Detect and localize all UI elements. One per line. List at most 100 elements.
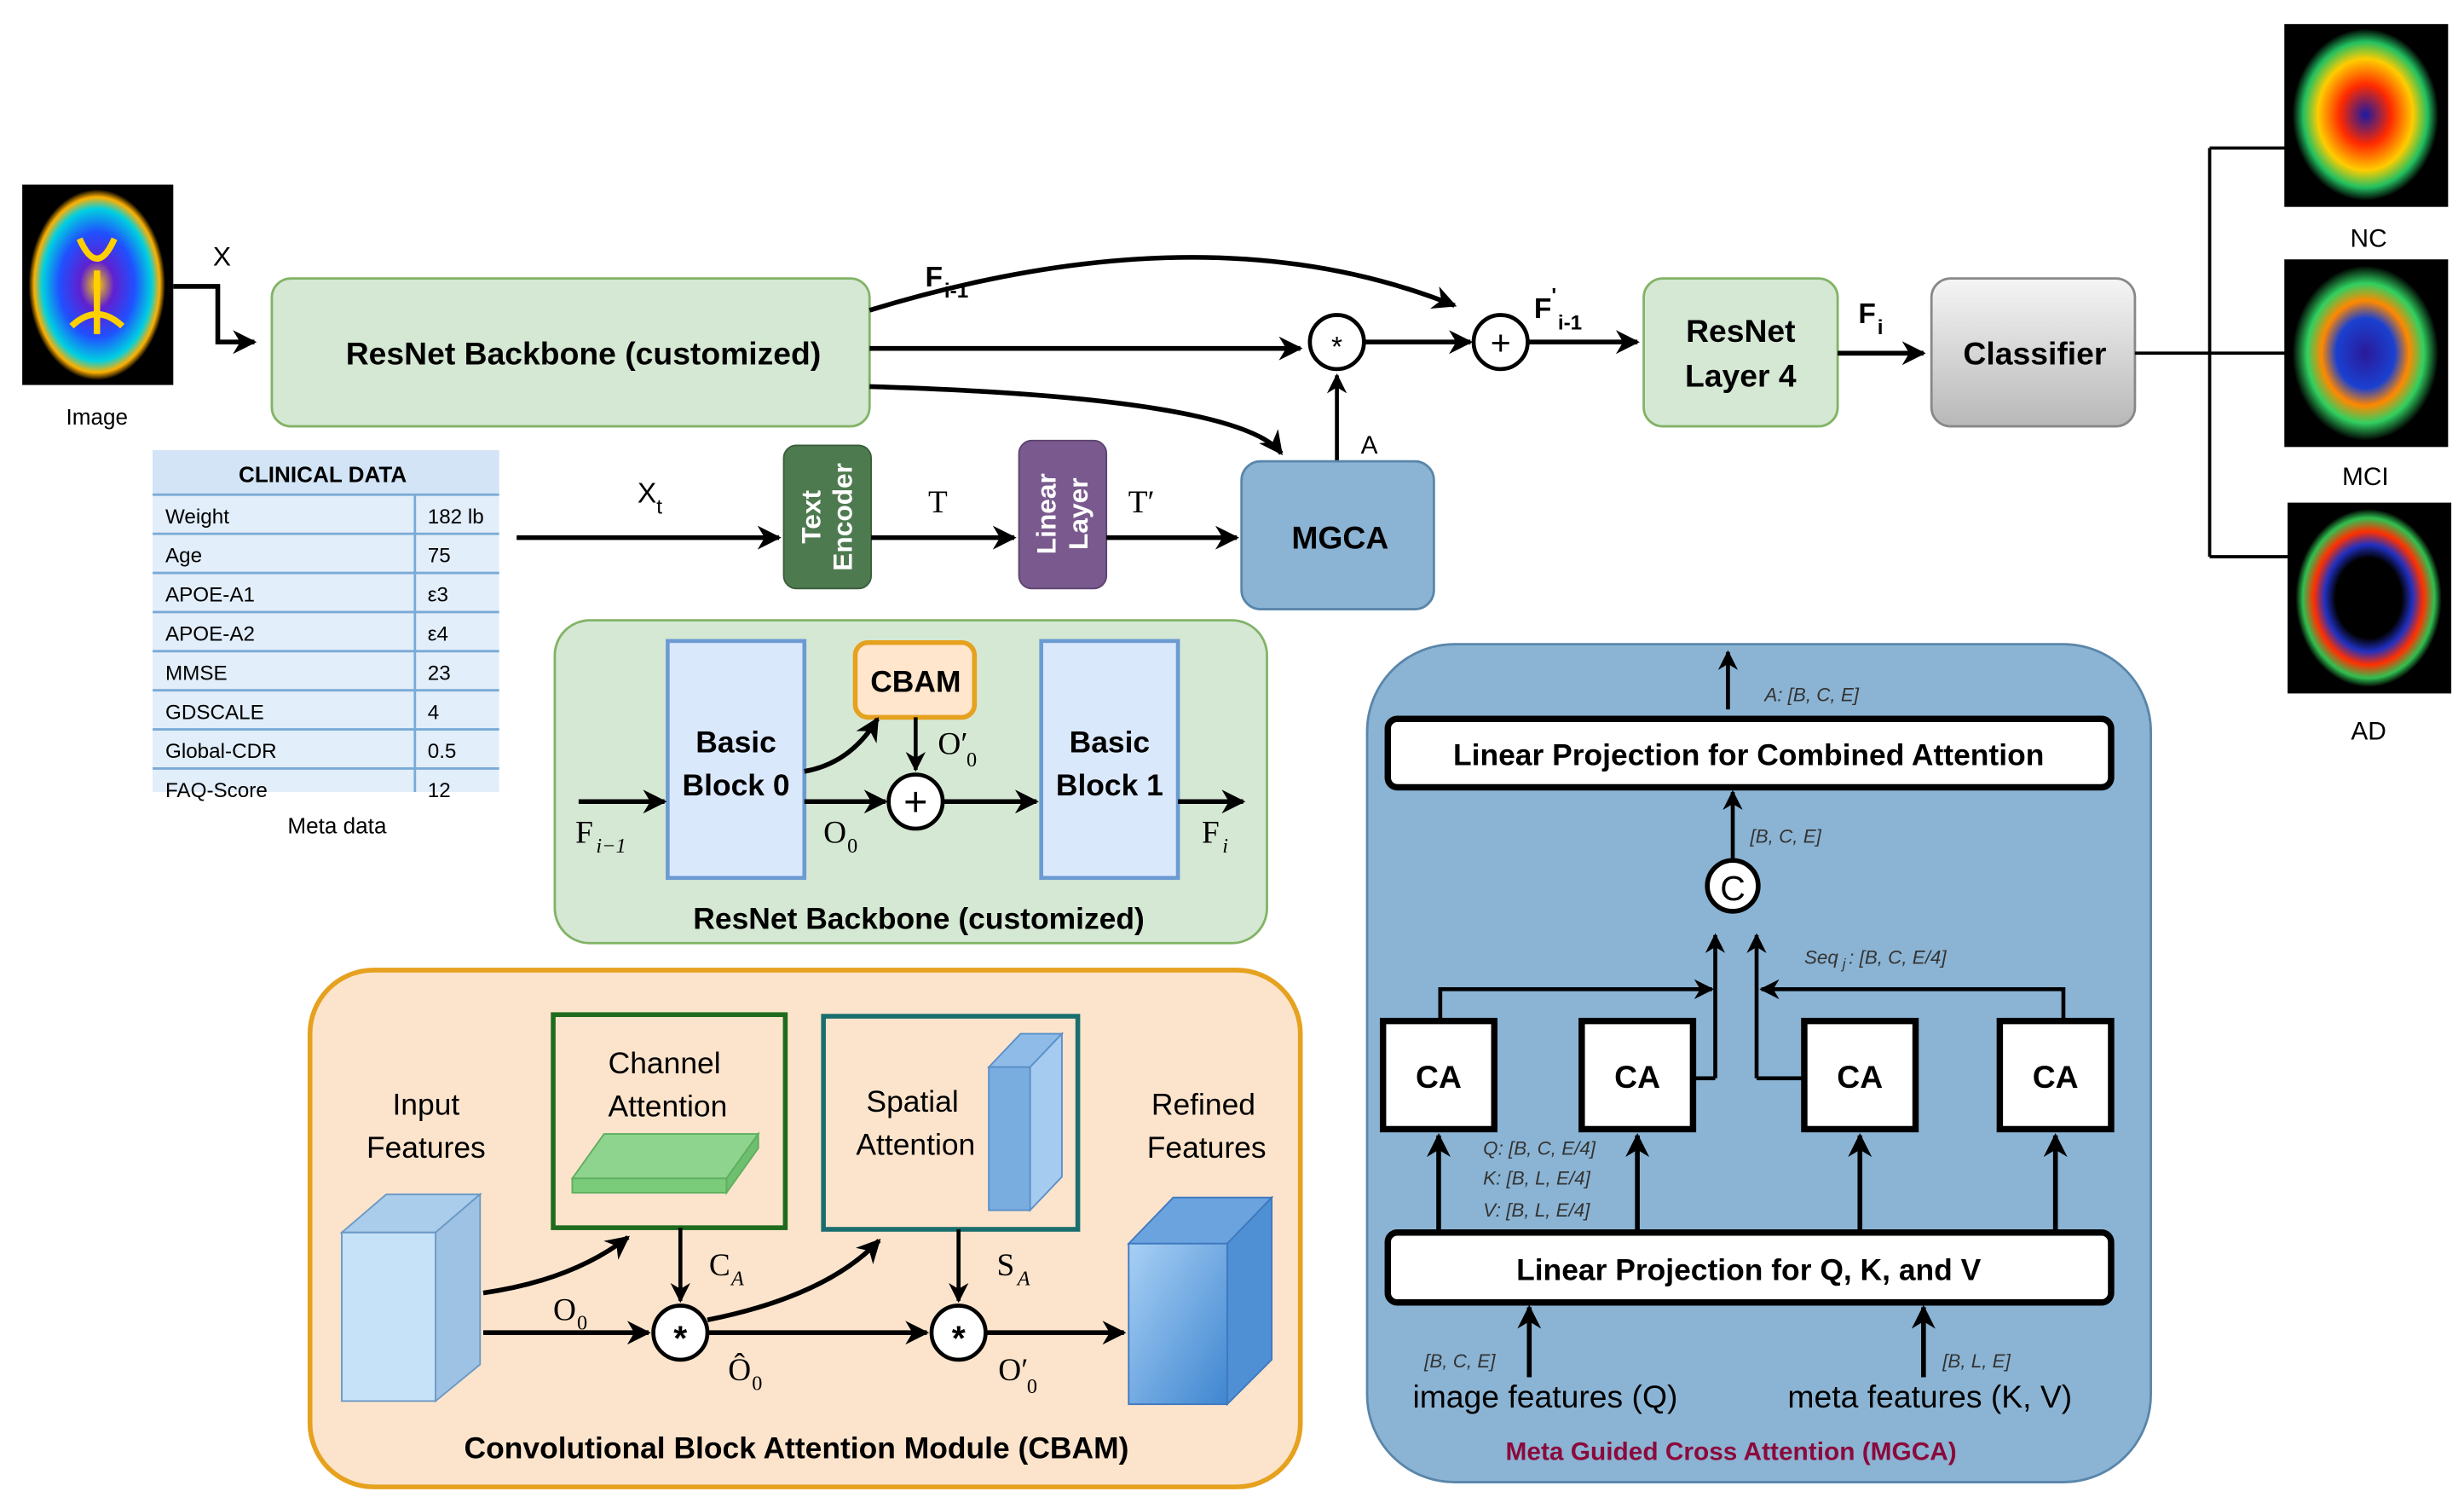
a-shape-label: A: [B, C, E] — [1763, 685, 1859, 706]
combined-projection-box[interactable] — [1384, 715, 2115, 791]
k-shape-label: K: [B, L, E/4] — [1483, 1168, 1590, 1189]
t-label: T — [928, 485, 948, 520]
clinical-value: 0.5 — [428, 740, 457, 763]
combined-projection-label: Linear Projection for Combined Attention — [1453, 737, 2044, 772]
mgca-detail-panel: A: [B, C, E] Linear Projection for Combi… — [1365, 643, 2152, 1483]
basic-block-1[interactable] — [1039, 639, 1180, 881]
output-nc-label: NC — [2351, 224, 2387, 252]
clinical-value: 23 — [428, 662, 451, 685]
layer4-line2: Layer 4 — [1685, 357, 1797, 393]
channel-attention-line1: Channel — [609, 1046, 721, 1080]
clinical-value: ε3 — [428, 584, 448, 607]
ca-box[interactable] — [1801, 1017, 1919, 1133]
ca-label: CA — [1416, 1059, 1462, 1095]
clinical-row: Age 75 — [153, 532, 499, 568]
qkv-projection-box[interactable] — [1384, 1228, 2115, 1306]
image-features-label: image features (Q) — [1412, 1379, 1677, 1414]
clinical-title: CLINICAL DATA — [239, 461, 407, 487]
cbam-o0p: O′ — [998, 1353, 1028, 1388]
qkv-projection-label: Linear Projection for Q, K, and V — [1516, 1253, 1982, 1287]
basic-block-0[interactable] — [666, 639, 807, 881]
block0-line1: Basic — [695, 725, 776, 759]
f-prime-symbol: F — [1534, 293, 1552, 325]
meta-data-caption: Meta data — [287, 813, 387, 839]
backbone-add-symbol: + — [903, 779, 927, 825]
f-prime-subscript: i-1 — [1558, 311, 1582, 334]
x-label: X — [213, 241, 231, 272]
concat-op — [1705, 858, 1761, 914]
backbone-o0p-sub: 0 — [967, 749, 977, 772]
f-i-label: F i — [1858, 298, 1883, 339]
ca-box[interactable] — [1996, 1017, 2115, 1133]
spatial-attention-box[interactable] — [821, 1014, 1081, 1232]
cbam-o0p-sub: 0 — [1027, 1375, 1037, 1398]
ca-block[interactable]: CA — [1578, 1017, 1697, 1233]
clinical-value: 75 — [428, 545, 451, 568]
backbone-o0-sub: 0 — [847, 835, 857, 858]
backbone-f-in: F — [575, 816, 593, 851]
text-encoder-box[interactable] — [782, 444, 873, 590]
meta-shape-label: [B, L, E] — [1942, 1350, 2011, 1372]
output-branches — [2134, 146, 2289, 558]
ca-box[interactable] — [1379, 1017, 1497, 1133]
t-prime-label: T′ — [1128, 485, 1155, 520]
resnet-layer4-box[interactable] — [1642, 277, 1839, 428]
cbam-o0hat: Ô — [728, 1352, 751, 1388]
to-spatial-arrow — [707, 1239, 881, 1323]
clinical-key: APOE-A1 — [165, 584, 255, 607]
classifier-label: Classifier — [1963, 335, 2106, 371]
clinical-key: Age — [165, 545, 202, 568]
text-encoder-line2: Encoder — [828, 463, 858, 571]
mgca-box[interactable] — [1240, 460, 1435, 610]
cbam-detail-title: Convolutional Block Attention Module (CB… — [465, 1431, 1129, 1465]
f-i-symbol: F — [1858, 298, 1876, 330]
seq-shape-label: Seq j : [B, C, E/4] — [1804, 946, 1947, 972]
linear-layer-box[interactable] — [1018, 439, 1108, 590]
image-shape-label: [B, C, E] — [1423, 1350, 1496, 1372]
output-mci-label: MCI — [2342, 463, 2389, 491]
cbam-detail-panel: Input Features Channel Attention Spatial… — [307, 968, 1303, 1489]
clinical-value: 12 — [428, 779, 451, 802]
cbam-o0-sub: 0 — [577, 1311, 587, 1334]
backbone-o0p: O′ — [938, 726, 967, 761]
spatial-attention-line1: Spatial — [866, 1084, 958, 1119]
ca-block[interactable]: CA — [1379, 1017, 1497, 1233]
concat-shape-label: [B, C, E] — [1750, 826, 1822, 847]
input-arrow — [173, 284, 257, 355]
mgca-detail-title: Meta Guided Cross Attention (MGCA) — [1506, 1437, 1957, 1465]
resnet-backbone-box[interactable] — [270, 277, 871, 428]
multiply-symbol: * — [1331, 332, 1342, 363]
sa-subscript: A — [1016, 1267, 1030, 1290]
ca-subscript: A — [730, 1267, 744, 1290]
f-prev-symbol: F — [926, 262, 943, 293]
input-to-channel-arrow — [482, 1235, 630, 1296]
seq-subscript: j — [1841, 956, 1847, 972]
channel-attention-slab-icon — [570, 1131, 760, 1195]
backbone-f-out: F — [1202, 816, 1220, 851]
ca-label: CA — [1614, 1059, 1660, 1095]
ca-box[interactable] — [1578, 1017, 1697, 1133]
output-ad-image — [2287, 502, 2452, 694]
ca4-out — [1759, 979, 2066, 1021]
features-to-mgca-edge — [869, 384, 1284, 456]
clinical-key: Weight — [165, 506, 229, 529]
ca-block[interactable]: CA — [1996, 1017, 2115, 1233]
clinical-key: Global-CDR — [165, 740, 277, 763]
backbone-detail-panel: Basic Block 0 CBAM Basic Block 1 + F i−1… — [553, 619, 1268, 945]
ca-block[interactable]: CA — [1801, 1017, 1919, 1233]
ca-symbol: C — [709, 1248, 730, 1283]
backbone-detail-title: ResNet Backbone (customized) — [693, 901, 1144, 935]
channel-attention-line2: Attention — [608, 1090, 727, 1124]
cbam-o0hat-sub: 0 — [752, 1372, 762, 1395]
cbam-box-label: CBAM — [870, 665, 961, 699]
ca-label: CA — [1837, 1059, 1883, 1095]
text-encoder-line1: Text — [795, 490, 826, 544]
xt-symbol: X — [638, 478, 656, 510]
image-label: Image — [66, 404, 128, 430]
channel-attention-box[interactable] — [551, 1012, 788, 1230]
mgca-box-label: MGCA — [1291, 520, 1388, 556]
input-features-line1: Input — [392, 1088, 459, 1122]
